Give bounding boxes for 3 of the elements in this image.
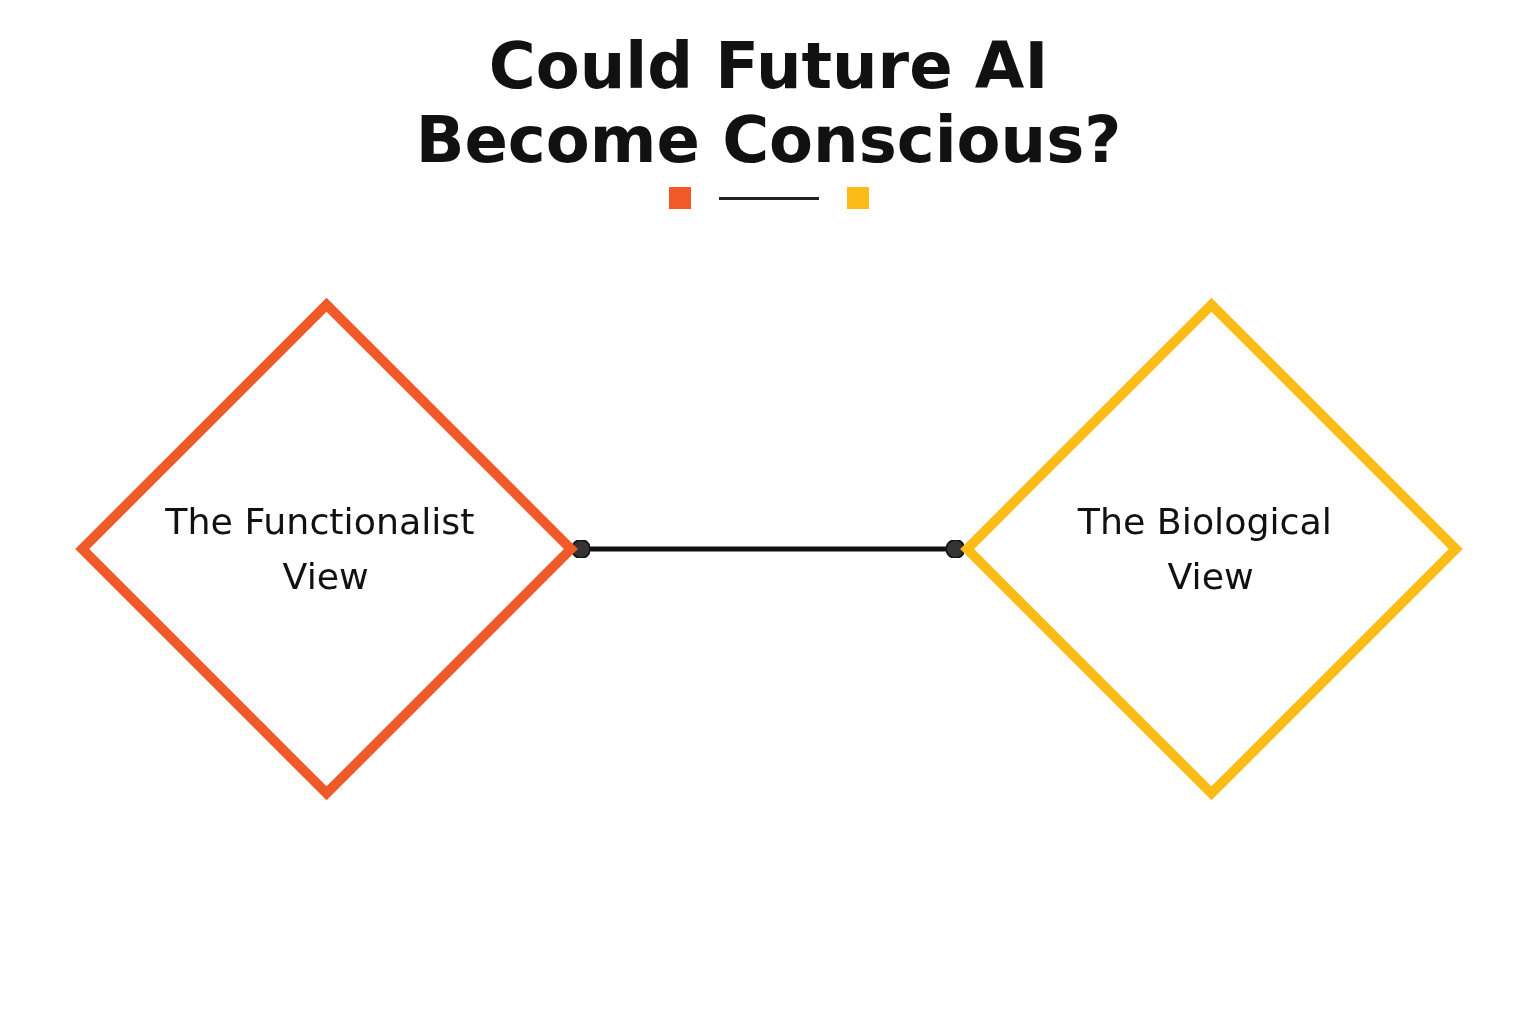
title: Could Future AI Become Conscious? (414, 30, 1123, 178)
node-diamond: The Functionalist View (74, 297, 578, 801)
node-diamond: The Biological View (959, 297, 1463, 801)
